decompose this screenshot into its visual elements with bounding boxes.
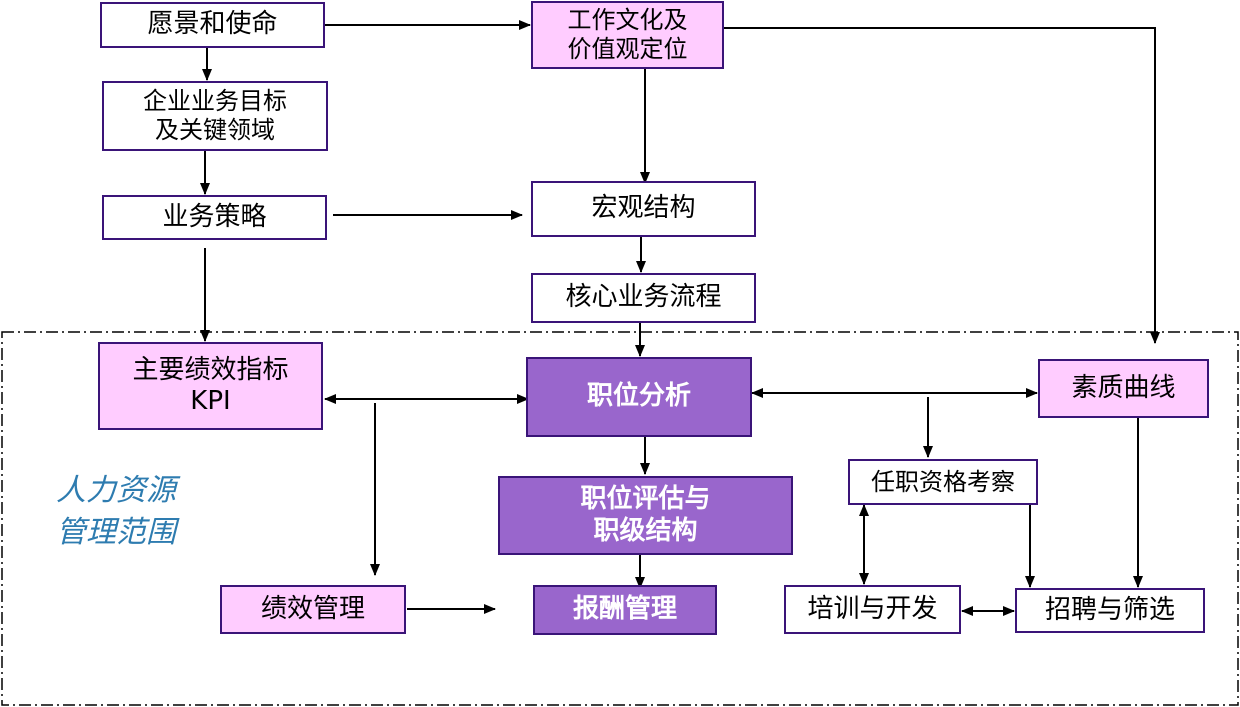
competency-box: 素质曲线 <box>1038 359 1209 418</box>
vision-box: 愿景和使命 <box>100 2 325 48</box>
biz-strategy-box: 业务策略 <box>102 195 327 240</box>
job-eval-box: 职位评估与 职级结构 <box>498 476 793 555</box>
training-box: 培训与开发 <box>784 585 961 634</box>
macro-structure-box: 宏观结构 <box>531 181 756 237</box>
hr-scope-boundary <box>1 331 1239 706</box>
job-analysis-box: 职位分析 <box>526 357 752 437</box>
biz-goals-box: 企业业务目标 及关键领域 <box>102 81 328 151</box>
hr-scope-label: 人力资源 管理范围 <box>56 473 176 550</box>
arrow-culture-to-competency <box>724 27 1160 344</box>
culture-box: 工作文化及 价值观定位 <box>531 1 724 69</box>
performance-mgmt-box: 绩效管理 <box>220 585 406 634</box>
qualification-box: 任职资格考察 <box>848 459 1038 505</box>
kpi-box: 主要绩效指标 KPI <box>98 342 323 430</box>
core-process-box: 核心业务流程 <box>531 273 756 323</box>
compensation-box: 报酬管理 <box>533 585 717 635</box>
recruitment-box: 招聘与筛选 <box>1015 588 1205 633</box>
